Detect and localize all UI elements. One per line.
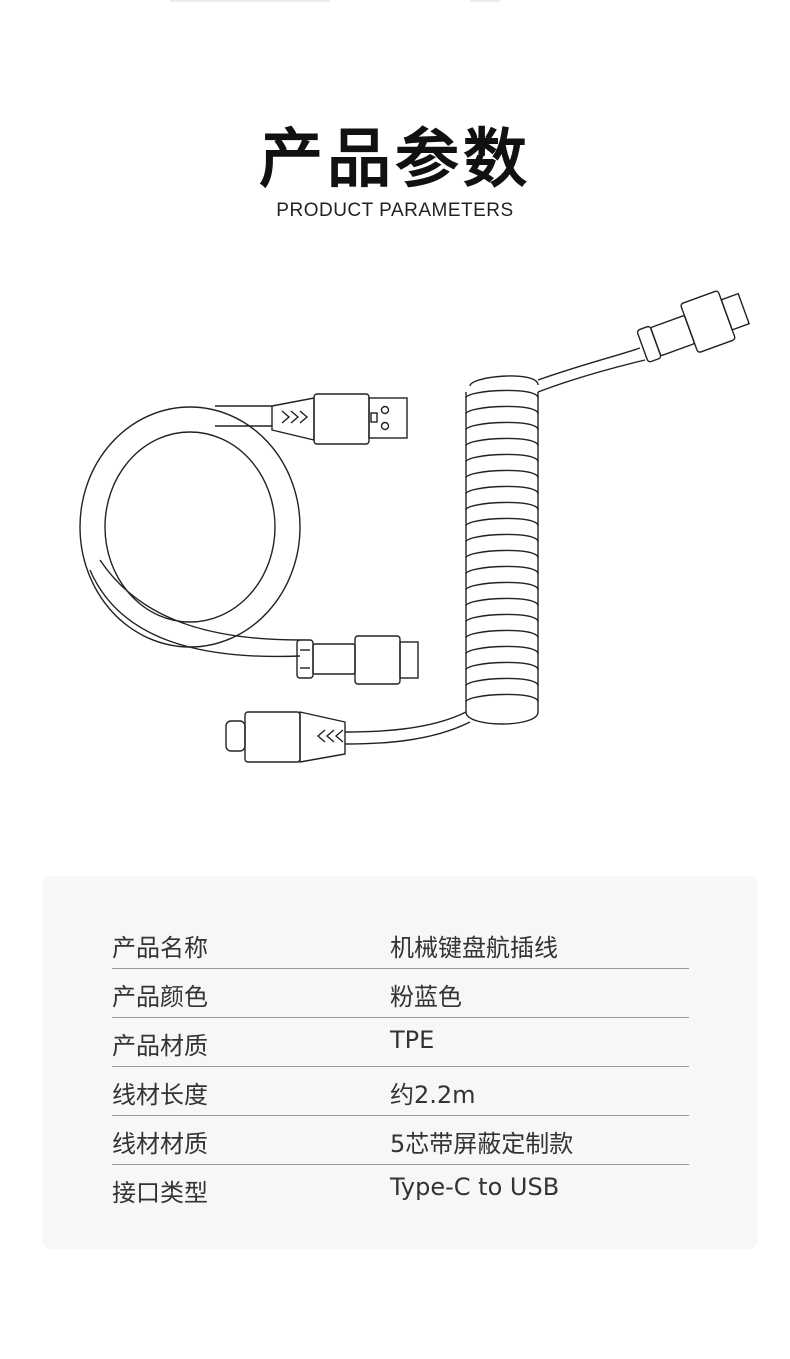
type-c-connector-icon: [225, 711, 346, 763]
spec-panel: [42, 876, 758, 1249]
spec-row-product-name: 产品名称 机械键盘航插线: [112, 920, 689, 969]
usb-a-connector-icon: [271, 393, 408, 445]
spec-value: Type-C to USB: [390, 1173, 560, 1201]
spec-row-interface-type: 接口类型 Type-C to USB: [112, 1165, 689, 1213]
coiled-aviator-cable-icon: [79, 290, 751, 763]
spec-row-product-material: 产品材质 TPE: [112, 1018, 689, 1067]
spec-label: 产品颜色: [112, 983, 208, 1011]
top-edge-marks: [170, 0, 500, 2]
spec-value: 约2.2m: [390, 1081, 476, 1109]
spec-table: 产品名称 机械键盘航插线 产品颜色 粉蓝色 产品材质 TPE 线材长度 约2.2…: [112, 920, 689, 1213]
spec-row-product-color: 产品颜色 粉蓝色: [112, 969, 689, 1018]
aviator-head-icon: [636, 290, 751, 363]
aviator-plug-icon: [296, 635, 419, 685]
spec-value: TPE: [390, 1026, 435, 1054]
spec-row-cable-length: 线材长度 约2.2m: [112, 1067, 689, 1116]
coil-icon: [344, 347, 646, 745]
spec-label: 线材长度: [112, 1081, 208, 1109]
spec-label: 接口类型: [112, 1179, 208, 1207]
spec-label: 产品名称: [112, 934, 208, 962]
page-subtitle: PRODUCT PARAMETERS: [276, 200, 514, 221]
page-title: 产品参数: [259, 123, 531, 197]
spec-value: 5芯带屏蔽定制款: [390, 1130, 574, 1158]
spec-label: 产品材质: [112, 1032, 208, 1060]
spec-label: 线材材质: [112, 1130, 208, 1158]
spec-value: 机械键盘航插线: [390, 934, 558, 962]
spec-value: 粉蓝色: [390, 983, 462, 1011]
spec-row-cable-material: 线材材质 5芯带屏蔽定制款: [112, 1116, 689, 1165]
